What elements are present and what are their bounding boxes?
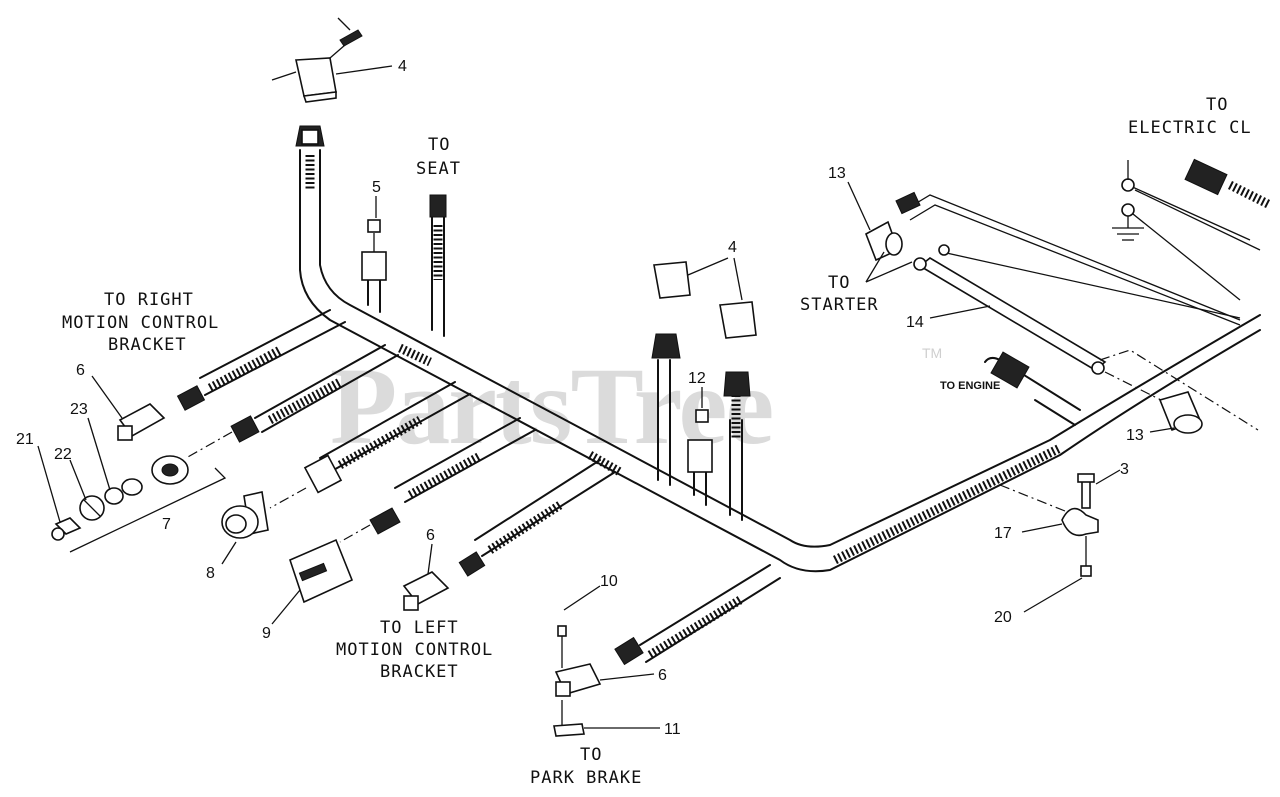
label-to-left-motion-1: TO LEFT [380, 618, 459, 638]
callout-key-cover: 22 [54, 446, 72, 463]
callout-hour-meter: 9 [262, 625, 271, 642]
label-to-seat-2: SEAT [416, 159, 461, 179]
callout-boot-bottom: 13 [1126, 427, 1144, 444]
callout-nut: 20 [994, 609, 1012, 626]
callout-clamp: 17 [994, 525, 1012, 542]
key-switch-branch: 21 22 23 7 [16, 344, 399, 553]
label-to-electric-clutch-2: ELECTRIC CL [1128, 118, 1252, 138]
callout-relay-top: 4 [398, 58, 407, 75]
callout-fuse-top: 5 [372, 179, 381, 196]
relay-mid-branch: 4 12 [651, 239, 757, 521]
callout-light: 8 [206, 565, 215, 582]
callout-screw: 10 [600, 573, 618, 590]
label-to-starter-2: STARTER [800, 295, 879, 315]
callout-key-switch-nut: 23 [70, 401, 88, 418]
hour-meter-branch: 9 [262, 417, 536, 642]
callout-bolt: 3 [1120, 461, 1129, 478]
starter-branch: TO ENGINE 13 TO STARTER 14 13 [800, 165, 1259, 444]
label-to-left-motion-3: BRACKET [380, 662, 459, 682]
callout-fuse-mid: 12 [688, 370, 706, 387]
label-to-right-motion-1: TO RIGHT [104, 290, 194, 310]
label-to-right-motion-3: BRACKET [108, 335, 187, 355]
fuse-top-branch: 5 [361, 179, 387, 313]
callout-cable: 14 [906, 314, 924, 331]
watermark-trademark: TM [922, 345, 942, 361]
label-to-seat-1: TO [428, 135, 450, 155]
seat-branch: TO SEAT [416, 135, 461, 337]
left-motion-branch: 6 TO LEFT MOTION CONTROL BRACKET [336, 459, 616, 682]
label-to-left-motion-2: MOTION CONTROL [336, 640, 493, 660]
callout-connector-right: 6 [76, 362, 85, 379]
callout-bracket: 11 [664, 721, 681, 738]
right-motion-branch: 6 TO RIGHT MOTION CONTROL BRACKET [62, 290, 346, 441]
callout-key-switch: 7 [162, 516, 171, 533]
label-to-park-brake-1: TO [580, 745, 602, 765]
main-harness-trunk [299, 149, 1261, 573]
relay-top-branch: 4 [271, 17, 407, 147]
label-to-starter-1: TO [828, 273, 850, 293]
label-to-electric-clutch-1: TO [1206, 95, 1228, 115]
callout-boot-top: 13 [828, 165, 846, 182]
electric-clutch-branch: TO ELECTRIC CL [1112, 95, 1273, 301]
clamp-assembly: 3 17 20 [994, 461, 1129, 626]
label-to-right-motion-2: MOTION CONTROL [62, 313, 219, 333]
callout-connector-left: 6 [426, 527, 435, 544]
callout-relay-mid: 4 [728, 239, 737, 256]
label-to-engine: TO ENGINE [940, 380, 1000, 392]
callout-connector-park: 6 [658, 667, 667, 684]
light-branch: 8 [206, 381, 471, 582]
park-brake-branch: 10 6 11 TO PARK BRAKE [530, 564, 781, 788]
callout-key: 21 [16, 431, 34, 448]
label-to-park-brake-2: PARK BRAKE [530, 768, 642, 788]
